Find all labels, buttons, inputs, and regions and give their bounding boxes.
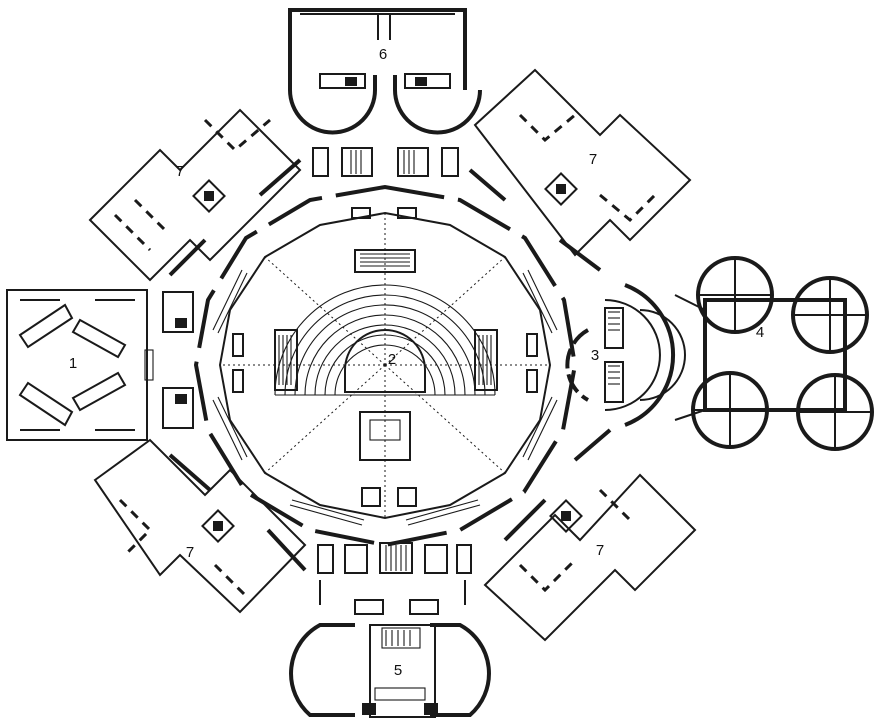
north-stair-blocks bbox=[312, 147, 459, 177]
south-stair-blocks bbox=[317, 542, 472, 605]
label-office-ne: 7 bbox=[589, 151, 597, 168]
prayer-hall: 3 bbox=[565, 283, 686, 427]
outer-ring-wall bbox=[193, 184, 578, 548]
office-wing-se: 7 bbox=[483, 428, 697, 642]
ring-pavilions bbox=[232, 207, 538, 507]
entrance-lobby-walls bbox=[20, 299, 135, 431]
label-assembly-chamber: 2 bbox=[388, 351, 396, 368]
office-wing-ne: 7 bbox=[468, 68, 692, 272]
label-library-court: 5 bbox=[394, 662, 402, 679]
label-office-nw: 7 bbox=[176, 163, 184, 180]
label-office-se: 7 bbox=[596, 542, 604, 559]
label-dining-pavilion: 4 bbox=[756, 324, 764, 341]
office-wing-nw: 7 bbox=[88, 108, 302, 282]
label-entrance-hall: 1 bbox=[69, 355, 77, 372]
library-court: 5 bbox=[289, 599, 491, 718]
label-office-sw: 7 bbox=[186, 544, 194, 561]
east-connectors bbox=[674, 294, 706, 421]
entrance-stairs bbox=[18, 303, 127, 427]
upper-court: 6 bbox=[288, 8, 482, 135]
label-upper-court: 6 bbox=[379, 46, 387, 63]
entrance-hall: 1 bbox=[6, 289, 154, 441]
west-stair-blocks bbox=[162, 291, 194, 429]
inner-ring-wall bbox=[218, 211, 552, 520]
dining-pavilion: 4 bbox=[691, 256, 874, 451]
radial-lines bbox=[220, 213, 550, 518]
ring-stairs bbox=[212, 269, 558, 526]
chamber-stairs bbox=[274, 249, 498, 461]
label-prayer-hall: 3 bbox=[591, 347, 599, 364]
assembly-chamber: 2 bbox=[193, 184, 578, 548]
office-wing-sw: 7 bbox=[93, 438, 307, 614]
speaker-platform bbox=[344, 329, 426, 393]
